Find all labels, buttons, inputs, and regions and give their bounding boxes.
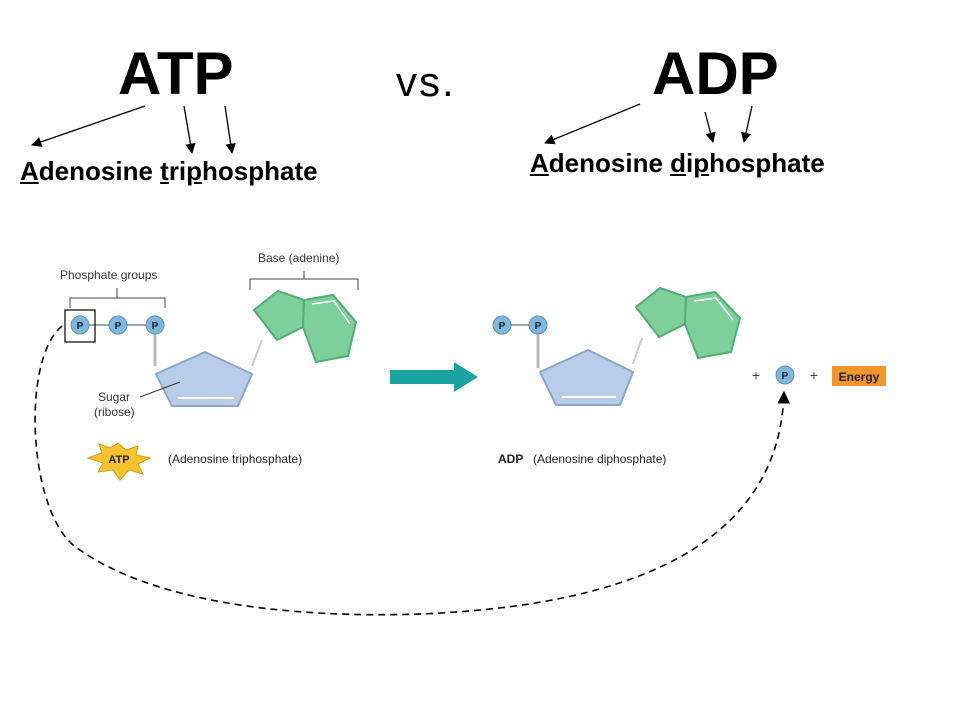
adp-name-part-i: i — [686, 148, 694, 178]
adp-phosphate-2: P — [528, 315, 548, 335]
adp-heading: ADP — [652, 40, 779, 107]
atp-name-part-ri: ri — [168, 156, 187, 186]
atp-full-name: Adenosine triphosphate — [20, 156, 318, 187]
ribose-label: (ribose) — [94, 405, 135, 419]
adp-phosphate-1: P — [492, 315, 512, 335]
phosphate-1: P — [70, 315, 90, 335]
removed-phosphate-box — [64, 309, 96, 343]
atp-to-t-arrow — [183, 105, 196, 155]
plus-sign-2: + — [810, 367, 818, 383]
sugar-label: Sugar — [98, 390, 130, 404]
atp-burst — [86, 442, 152, 481]
phosphate-3: P — [145, 315, 165, 335]
svg-text:P: P — [115, 321, 122, 332]
ribose-sugar — [154, 350, 254, 407]
phosphate-groups-label: Phosphate groups — [60, 268, 157, 282]
energy-box — [832, 366, 886, 386]
atp-heading: ATP — [118, 40, 234, 107]
dashed-transfer-arrow — [34, 325, 791, 616]
adp-name-part-a: A — [530, 148, 549, 178]
atp-caption: (Adenosine triphosphate) — [168, 452, 302, 466]
adp-adenine-base — [634, 286, 742, 360]
adp-caption-bold: ADP — [498, 452, 523, 466]
adp-name-part-hosphate: hosphate — [709, 148, 825, 178]
atp-name-part-hosphate: hosphate — [202, 156, 318, 186]
energy-label: Energy — [839, 370, 880, 384]
adp-sugar-base-bond — [632, 337, 643, 365]
svg-text:P: P — [152, 321, 159, 332]
svg-text:P: P — [77, 321, 84, 332]
svg-text:P: P — [782, 371, 789, 382]
base-bracket — [249, 271, 359, 290]
adp-ribose-sugar — [538, 348, 635, 406]
atp-to-a-arrow — [31, 105, 146, 147]
adp-name-part-denosine: denosine — [548, 148, 671, 178]
base-adenine-label: Base (adenine) — [258, 251, 339, 265]
phosphate-2: P — [108, 315, 128, 335]
atp-name-part-p: p — [186, 156, 203, 186]
sugar-base-bond — [251, 339, 263, 367]
svg-text:P: P — [535, 321, 542, 332]
atp-name-part-denosine: denosine — [38, 156, 161, 186]
adp-name-part-d: d — [670, 148, 687, 178]
plus-sign-1: + — [752, 367, 760, 383]
atp-name-part-a: A — [20, 156, 39, 186]
adp-to-a-arrow — [544, 103, 641, 145]
sugar-pointer — [139, 381, 181, 398]
atp-to-p-arrow — [224, 105, 236, 155]
vs-label: vs. — [396, 58, 456, 105]
atp-name-part-t: t — [160, 156, 169, 186]
reaction-arrow — [390, 362, 478, 392]
adp-full-name: Adenosine diphosphate — [530, 148, 825, 179]
phosphate-groups-bracket — [69, 288, 166, 308]
atp-badge-label: ATP — [108, 454, 129, 466]
adp-name-part-p: p — [693, 148, 710, 178]
released-phosphate: P — [775, 365, 795, 385]
adp-to-d-arrow — [704, 111, 716, 144]
adp-caption: (Adenosine diphosphate) — [533, 452, 666, 466]
adenine-base — [252, 289, 358, 364]
adp-to-p-arrow — [740, 105, 753, 144]
svg-text:P: P — [499, 321, 506, 332]
